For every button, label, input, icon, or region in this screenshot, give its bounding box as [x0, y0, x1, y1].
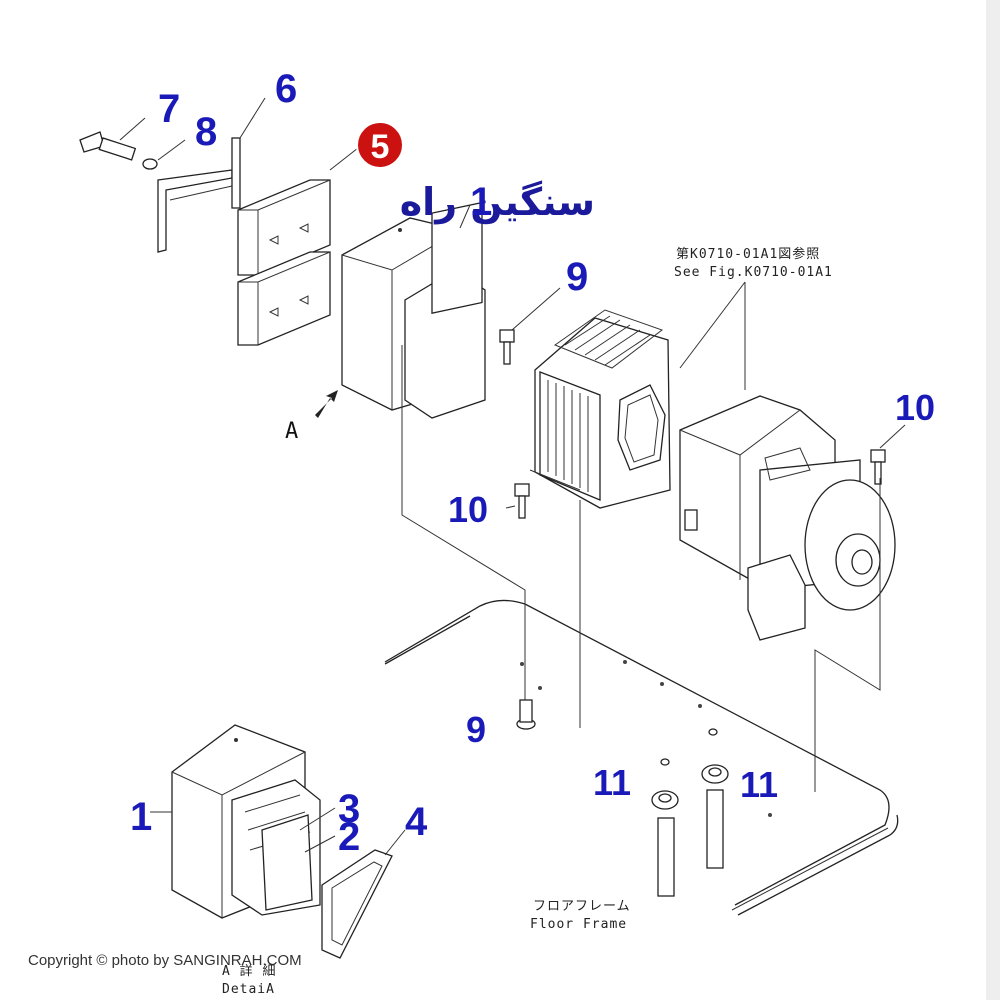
washer-part: [142, 139, 186, 170]
blower-unit: [679, 395, 896, 641]
see-figure-jp: 第K0710-01A1図参照: [676, 246, 820, 262]
wing-bolt-part: [79, 117, 146, 161]
see-figure-en: See Fig.K0710-01A1: [674, 265, 833, 280]
detail-view-a: [150, 724, 406, 959]
callout-10-right: 10: [895, 387, 935, 428]
detail-label-en: DetaiA: [222, 982, 275, 997]
watermark-logo: سنگین راه: [400, 180, 595, 224]
callout-11-right: 11: [740, 764, 778, 805]
filter-elements: [237, 147, 359, 346]
callout-11-left: 11: [593, 762, 631, 803]
callout-10-left: 10: [448, 489, 488, 530]
floor-frame-label-jp: フロアフレーム: [533, 899, 631, 914]
page-edge-bar: [986, 0, 1000, 1000]
strip-part: [231, 97, 266, 209]
floor-frame-label-en: Floor Frame: [530, 917, 627, 932]
callout-9-top: 9: [566, 255, 588, 299]
bolt-9-bottom: [516, 699, 536, 730]
callout-7: 7: [158, 87, 180, 131]
detail-label-jp: A 詳 細: [222, 963, 276, 979]
floor-frame: [384, 599, 899, 916]
heater-core: [529, 309, 671, 509]
bracket-part: [157, 169, 233, 253]
callout-3: 3: [338, 787, 360, 831]
bolt-10-center: [505, 483, 530, 519]
callout-9-bottom: 9: [466, 709, 486, 750]
callout-1-top: 1: [470, 180, 492, 224]
callout-5: 5: [371, 128, 390, 166]
callout-4: 4: [405, 800, 428, 844]
grommet-left: [651, 758, 679, 897]
copyright-text: Copyright © photo by SANGINRAH.COM: [28, 952, 302, 969]
callout-6: 6: [275, 67, 297, 111]
callout-2: 2: [338, 815, 360, 859]
bolt-10-right: [870, 424, 906, 485]
callout-5-badge: 5: [356, 121, 404, 169]
reference-lines: [401, 281, 881, 792]
air-box-housing-top: [341, 201, 486, 419]
view-arrow: A: [285, 390, 338, 444]
callout-8: 8: [195, 110, 217, 154]
callout-1-detail: 1: [130, 795, 152, 839]
grommet-right: [701, 728, 729, 869]
view-arrow-label: A: [285, 419, 298, 444]
bolt-9-top: [499, 287, 561, 365]
